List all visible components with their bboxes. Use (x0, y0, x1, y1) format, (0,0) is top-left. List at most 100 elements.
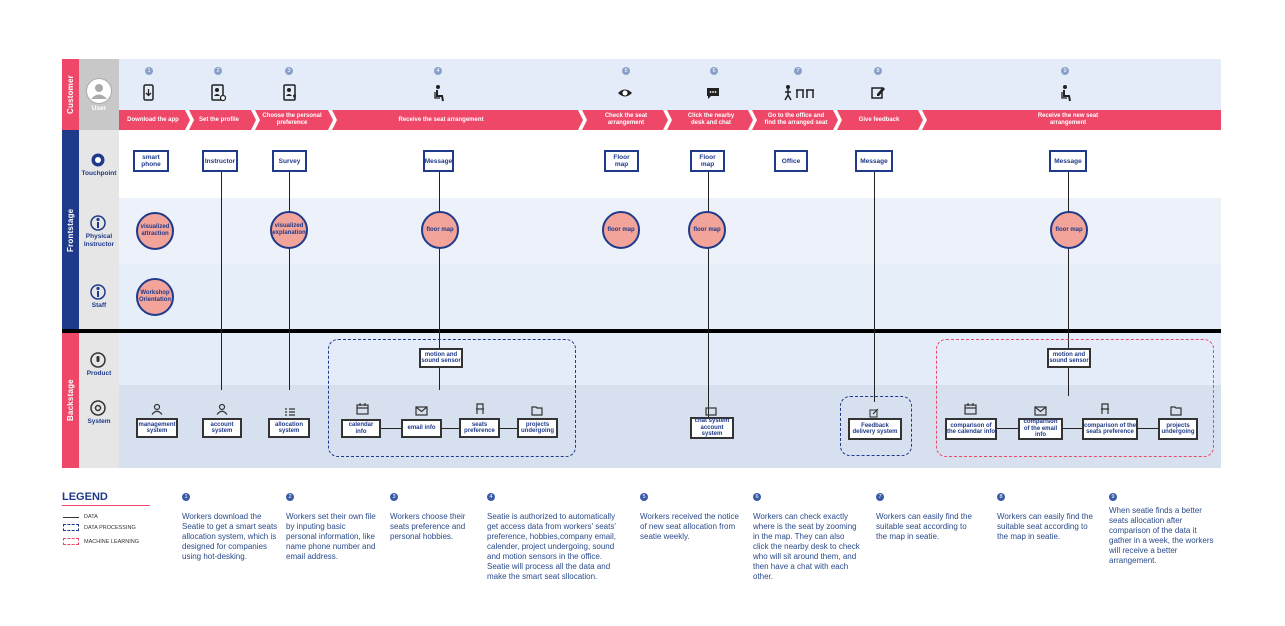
physical-floor-map: floor map (1050, 211, 1088, 249)
staff-actor-label: Staff (91, 302, 107, 309)
physical-instructor-label: Physical Instructor (79, 233, 119, 249)
touchpoint-instructor: Instructor (202, 150, 238, 172)
physical-instructor-text: Physical Instructor (83, 233, 115, 248)
step-7-label: Go to the office and find the arranged s… (764, 113, 828, 126)
staff-lane-bg (119, 264, 1221, 330)
management-system: management system (136, 418, 178, 438)
physical-floor-map: floor map (688, 211, 726, 249)
touchpoint-message: Message (423, 150, 454, 172)
legend-processing-swatch (63, 524, 79, 531)
monitor-icon (705, 404, 717, 422)
chair-icon (474, 402, 486, 420)
feedback-delivery-system: Feedback delivery system (848, 418, 902, 440)
line-instructor-account (221, 172, 222, 390)
step-8-label: Give feedback (858, 116, 900, 123)
desc-8-number: 8 (997, 493, 1005, 501)
desc-3-text: Workers choose their seats preference an… (390, 512, 466, 541)
desc-9-text: When seatie finds a better seats allocat… (1109, 506, 1214, 565)
seated-person-icon (432, 84, 448, 102)
line-message-sensor2 (1068, 172, 1069, 348)
email-icon (415, 403, 428, 421)
product-lane-bg (119, 333, 1221, 385)
physical-floor-map: floor map (421, 211, 459, 249)
frontstage-lane-label: Frontstage (66, 208, 75, 252)
physical-visualized-attraction: visualized attraction (136, 212, 174, 250)
step-7-number: 7 (794, 67, 802, 75)
line-message-sensor (439, 172, 440, 390)
desc-4-text: Seatie is authorized to automatically ge… (487, 512, 616, 581)
desc-4-number: 4 (487, 493, 495, 501)
step-1-label: Download the app (127, 116, 179, 123)
data-processing-group-feedback (840, 396, 912, 456)
profile-heart-icon (282, 84, 298, 101)
customer-lane-bg (119, 59, 1221, 110)
chat-bubble-icon (705, 86, 721, 102)
line-of-visibility (62, 329, 1221, 333)
desc-1-number: 1 (182, 493, 190, 501)
line-message-feedback (874, 172, 875, 402)
seats-preference: seats preference (459, 418, 500, 438)
legend-title: LEGEND (62, 491, 108, 503)
system-gear-icon (90, 399, 106, 417)
desc-6-number: 6 (753, 493, 761, 501)
touchpoint-message: Message (855, 150, 893, 172)
physical-floor-map: floor map (602, 211, 640, 249)
touchpoint-smart-phone: smart phone (133, 150, 169, 172)
desc-8-text: Workers can easily find the suitable sea… (997, 512, 1093, 541)
touchpoint-message: Message (1049, 150, 1087, 172)
step-9-number: 9 (1061, 67, 1069, 75)
touchpoint-office: Office (774, 150, 808, 172)
calendar-icon (964, 402, 977, 420)
motion-sound-sensor: motion and sound sensor (1047, 348, 1091, 368)
legend-ml-swatch (63, 538, 79, 545)
chat-account-system: chat system account system (690, 417, 734, 439)
comparison-calendar-info: comparison of the calendar info (945, 418, 997, 440)
account-system: account system (202, 418, 242, 438)
step-2-number: 2 (214, 67, 222, 75)
eye-icon (617, 86, 633, 102)
step-3-number: 3 (285, 67, 293, 75)
step-6-label: Click the nearby desk and chat (687, 113, 735, 126)
staff-icon (90, 283, 106, 301)
list-icon (284, 404, 296, 422)
link-cmp-calendar-email (997, 428, 1018, 429)
touchpoint-floor-map: Floor map (690, 150, 725, 172)
folder-icon (531, 403, 543, 421)
desc-1-text: Workers download the Seatie to get a sma… (182, 512, 278, 561)
motion-sound-sensor: motion and sound sensor (419, 348, 463, 368)
line-survey-allocation (289, 172, 290, 390)
phone-download-icon (141, 84, 157, 101)
step-4-number: 4 (434, 67, 442, 75)
projects-undergoing: projects undergoing (1158, 418, 1198, 440)
step-2-label: Set the profile (198, 116, 239, 123)
backstage-lane-label: Backstage (66, 379, 75, 422)
edit-icon (870, 85, 886, 101)
allocation-system: allocation system (268, 418, 310, 438)
email-info: email info (401, 419, 442, 438)
desc-6-text: Workers can check exactly where is the s… (753, 512, 860, 581)
legend-ml-label: MACHINE LEARNING (84, 539, 140, 545)
link-email-seats (442, 428, 460, 429)
legend-underline (62, 505, 150, 506)
physical-instructor-icon (90, 214, 106, 232)
link-sensor-cmp (1068, 368, 1069, 396)
desc-7-number: 7 (876, 493, 884, 501)
link-calendar-email (380, 428, 401, 429)
email-icon (1034, 403, 1047, 421)
walk-desk-icon (783, 84, 817, 101)
data-processing-group (328, 339, 576, 457)
desc-3-number: 3 (390, 493, 398, 501)
desc-2-number: 2 (286, 493, 294, 501)
step-6-number: 6 (710, 67, 718, 75)
desc-2-text: Workers set their own file by inputing b… (286, 512, 376, 561)
comparison-seats-preference: comparison of the seats preference (1082, 418, 1138, 440)
system-actor-label: System (87, 418, 111, 425)
product-actor-label: Product (86, 370, 112, 377)
product-icon (90, 351, 106, 369)
step-chevrons (185, 110, 927, 130)
legend-data-swatch (63, 517, 79, 518)
projects-undergoing: projects undergoing (517, 418, 558, 438)
person-icon (216, 402, 228, 420)
folder-icon (1170, 403, 1182, 421)
touchpoint-floor-map: Floor map (604, 150, 639, 172)
